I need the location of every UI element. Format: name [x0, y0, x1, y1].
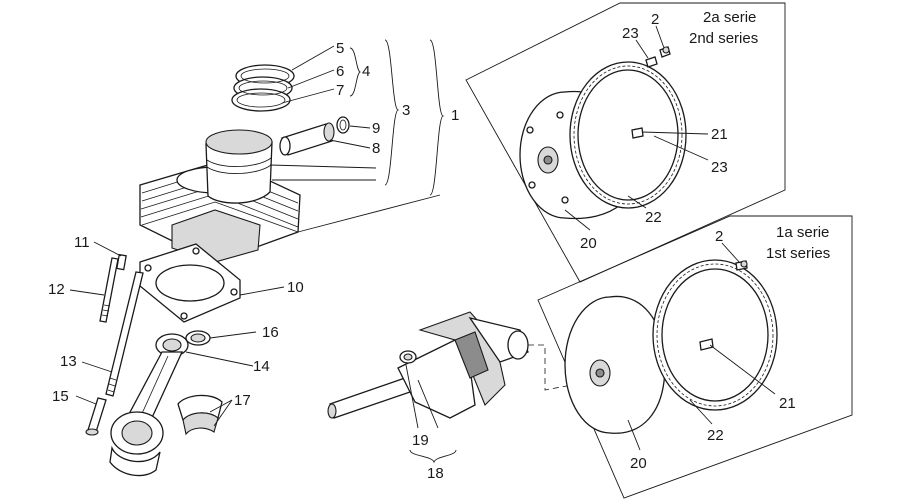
ring-gear-1st-series — [652, 259, 778, 411]
screw-23-upper — [645, 56, 658, 68]
label-21-lower: 21 — [779, 395, 796, 412]
leader-lines — [69, 25, 776, 451]
piston — [205, 129, 273, 204]
label-19: 19 — [412, 432, 429, 449]
label-10: 10 — [287, 279, 304, 296]
label-13: 13 — [60, 353, 77, 370]
label-22-lower: 22 — [707, 427, 724, 444]
label-9: 9 — [372, 120, 380, 137]
label-2-upper: 2 — [651, 11, 659, 28]
cylinder-base-gasket — [139, 243, 241, 323]
stud-long — [105, 271, 144, 397]
label-18: 18 — [427, 465, 444, 482]
label-8: 8 — [372, 140, 380, 157]
rod-bolt — [85, 397, 107, 436]
screw-2-lower — [735, 260, 748, 271]
label-4: 4 — [362, 63, 370, 80]
piston-rings — [231, 64, 295, 112]
label-11: 11 — [74, 234, 90, 251]
bracket-3 — [384, 39, 400, 186]
label-3: 3 — [402, 102, 410, 119]
flywheel-1st-series — [564, 295, 666, 434]
bracket-18 — [409, 449, 457, 464]
label-17: 17 — [234, 392, 251, 409]
label-5: 5 — [336, 40, 344, 57]
label-15: 15 — [52, 388, 69, 405]
label-22-upper: 22 — [645, 209, 662, 226]
dowel — [116, 253, 127, 271]
bracket-1 — [429, 39, 445, 196]
label-14: 14 — [253, 358, 270, 375]
series-2-title-line1: 2a serie — [703, 9, 756, 26]
label-6: 6 — [336, 63, 344, 80]
bracket-4 — [349, 47, 361, 97]
label-16: 16 — [262, 324, 279, 341]
label-21-upper: 21 — [711, 126, 728, 143]
piston-pin-clip — [336, 116, 350, 134]
screw-21-upper — [631, 127, 644, 139]
series-2-title-line2: 2nd series — [689, 30, 758, 47]
piston-pin — [279, 122, 335, 156]
label-1: 1 — [451, 107, 459, 124]
big-end-bearings — [177, 394, 223, 436]
crankshaft-flywheel-axis — [528, 344, 573, 391]
label-20-lower: 20 — [630, 455, 647, 472]
label-12: 12 — [48, 281, 65, 298]
label-20-upper: 20 — [580, 235, 597, 252]
crankshaft — [327, 311, 529, 419]
connecting-rod — [109, 333, 189, 477]
series-1-title-line1: 1a serie — [776, 224, 829, 241]
label-7: 7 — [336, 82, 344, 99]
ring-gear-2nd-series — [569, 61, 687, 209]
panel-1st-series — [537, 215, 853, 499]
screw-2-upper — [659, 46, 671, 58]
label-23-lower: 23 — [711, 159, 728, 176]
series-1-title-line2: 1st series — [766, 245, 830, 262]
panel-2nd-series — [465, 2, 786, 283]
label-2-lower: 2 — [715, 228, 723, 245]
label-23-upper: 23 — [622, 25, 639, 42]
small-end-bush — [185, 330, 211, 346]
stud-short — [99, 257, 119, 323]
